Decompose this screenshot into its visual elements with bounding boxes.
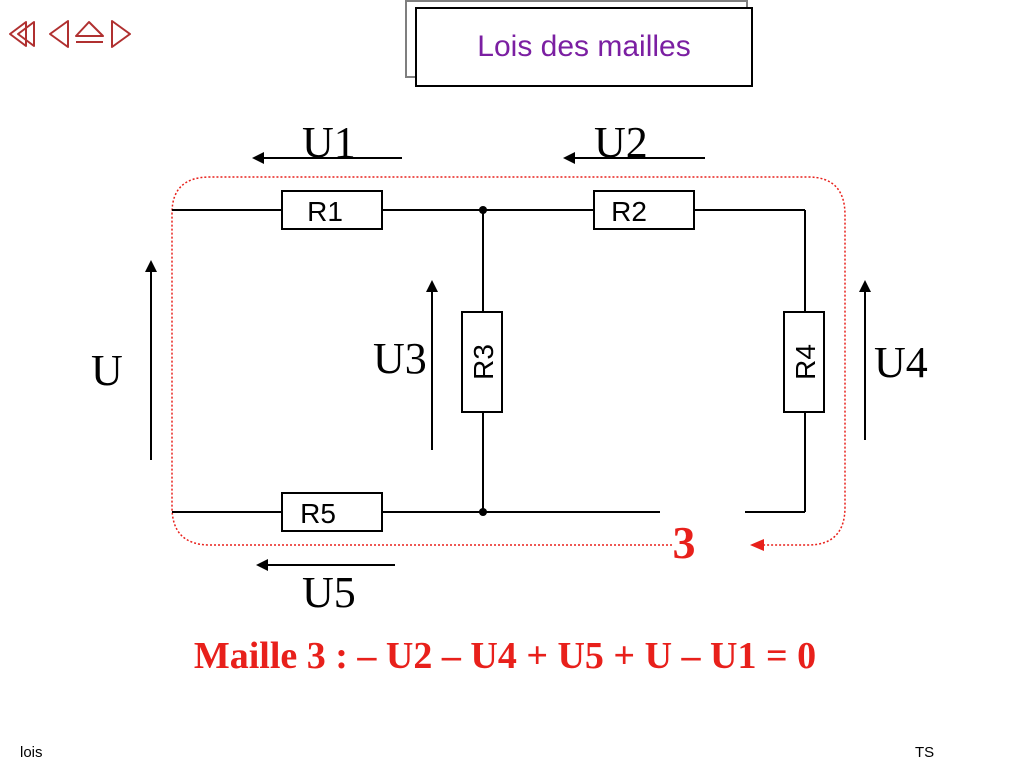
mesh-loop-path (171, 176, 846, 551)
resistor-r1: R1 (281, 190, 383, 230)
resistor-r5-label: R5 (300, 498, 336, 529)
home-icon[interactable] (74, 20, 105, 46)
resistor-r5: R5 (281, 492, 383, 532)
voltage-u5-label: U5 (302, 568, 356, 617)
resistor-r2: R2 (593, 190, 695, 230)
resistor-r4-label: R4 (790, 344, 821, 380)
junction-node-top (479, 206, 487, 214)
footer-left-text: lois (20, 744, 43, 761)
slide-navigation (8, 20, 132, 48)
resistor-r3-label: R3 (468, 344, 499, 380)
resistor-r3: R3 (461, 311, 503, 413)
mesh-number: 3 (673, 517, 696, 568)
voltage-u1-label: U1 (302, 118, 356, 167)
mesh-equation: Maille 3 : – U2 – U4 + U5 + U – U1 = 0 (193, 635, 817, 677)
junction-node-bottom (479, 508, 487, 516)
previous-slide-icon[interactable] (48, 20, 70, 48)
title-box: Lois des mailles (405, 0, 755, 90)
resistor-r1-label: R1 (307, 196, 343, 227)
voltage-u-label: U (91, 346, 123, 395)
resistor-r2-label: R2 (611, 196, 647, 227)
voltage-u3-label: U3 (373, 334, 427, 383)
circuit-wires (172, 209, 806, 513)
first-slide-icon[interactable] (8, 20, 36, 48)
voltage-u4-label: U4 (874, 338, 928, 387)
resistor-r4: R4 (783, 311, 825, 413)
footer-right-text: TS (915, 744, 935, 761)
next-slide-icon[interactable] (110, 20, 132, 48)
page-title: Lois des mailles (477, 30, 691, 63)
voltage-u2-label: U2 (594, 118, 648, 167)
title-frame: Lois des mailles (415, 7, 753, 87)
